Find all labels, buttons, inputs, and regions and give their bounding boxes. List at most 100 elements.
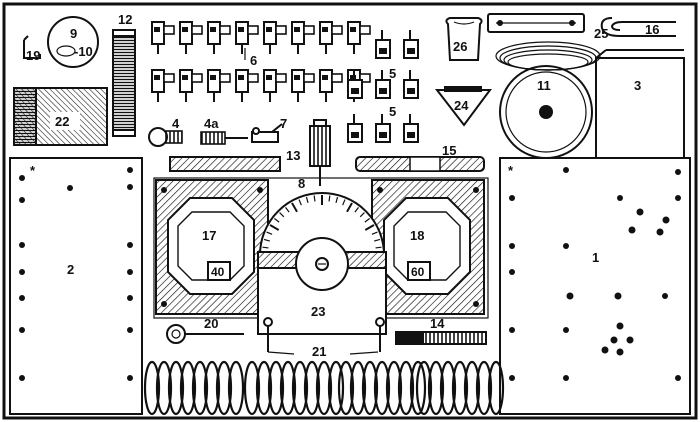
dial-tick	[374, 238, 381, 242]
star-right: *	[508, 163, 514, 178]
label-22: 22	[55, 114, 69, 129]
terminal-clip	[291, 21, 315, 54]
terminal-clip	[151, 21, 175, 54]
coil-value-right: 60	[411, 265, 425, 279]
terminal-clip	[347, 21, 371, 54]
part-15-slider-bar	[355, 156, 485, 172]
label-10: -10	[74, 44, 93, 59]
part-2-left-board	[9, 157, 143, 415]
label-3: 3	[634, 78, 641, 93]
label-19: 19	[26, 48, 40, 63]
part-24-holder	[434, 86, 492, 127]
part-6-terminal-clips	[151, 21, 371, 102]
terminal-post	[403, 70, 419, 99]
dial-tick	[262, 246, 269, 249]
terminal-post	[403, 30, 419, 59]
dial-tick	[269, 224, 280, 231]
label-12: 12	[118, 12, 132, 27]
terminal-post	[375, 114, 391, 143]
label-21: 21	[312, 344, 326, 359]
terminal-post	[347, 114, 363, 143]
terminal-post	[347, 70, 363, 99]
terminal-clip	[263, 69, 287, 102]
label-14: 14	[430, 316, 445, 331]
dial-tick	[274, 217, 280, 223]
part-8-trimmer	[309, 119, 331, 186]
dial-tick	[328, 195, 331, 202]
label-5-lower: 5	[389, 104, 396, 119]
dial-tick	[354, 207, 360, 213]
dial-tick	[375, 246, 382, 249]
terminal-clip	[235, 21, 259, 54]
terminal-clip	[319, 69, 343, 102]
part-5-terminal-posts	[347, 30, 419, 143]
dial-tick	[335, 196, 339, 203]
spring-coil	[337, 360, 427, 416]
terminal-clip	[319, 21, 343, 54]
spring-coil	[243, 360, 345, 416]
terminal-post	[403, 114, 419, 143]
terminal-clip	[179, 69, 203, 102]
dial-tick	[305, 196, 309, 203]
label-15: 15	[442, 143, 456, 158]
label-18: 18	[410, 228, 424, 243]
dial-tick	[298, 199, 302, 206]
part-4-lamp	[148, 127, 183, 147]
terminal-clip	[235, 69, 259, 102]
spring-coil	[415, 360, 505, 416]
terminal-post	[375, 70, 391, 99]
label-6: 6	[250, 53, 257, 68]
part-13-ferrite-rod	[169, 156, 281, 172]
terminal-post	[375, 30, 391, 59]
dial-tick	[266, 231, 273, 235]
label-20: 20	[204, 316, 218, 331]
part-9-10-dial	[47, 16, 99, 68]
terminal-clip	[263, 21, 287, 54]
star-left: *	[30, 163, 36, 178]
label-7: 7	[280, 116, 287, 131]
part-16-spring-clip	[600, 17, 676, 37]
terminal-clip	[151, 69, 175, 102]
dial-tick	[359, 212, 365, 218]
part-7-switch	[251, 123, 283, 143]
spring-coil	[143, 360, 245, 416]
part-21-springs	[143, 360, 505, 416]
terminal-clip	[207, 69, 231, 102]
part-19-bracket	[23, 35, 41, 59]
label-26: 26	[453, 39, 467, 54]
terminal-clip	[179, 21, 203, 54]
label-2: 2	[67, 262, 74, 277]
dial-tick	[364, 224, 375, 231]
label-13: 13	[286, 148, 300, 163]
part-4a-socket	[200, 131, 248, 145]
dial-tick	[263, 238, 270, 242]
part-22-hatched-plate	[13, 87, 108, 146]
dial-tick	[313, 195, 316, 202]
part-1-right-board	[499, 157, 691, 415]
coil-value-left: 40	[211, 265, 225, 279]
part-23-tuning-capacitor	[257, 192, 387, 335]
part-26-cap	[445, 17, 483, 61]
part-17-coil	[155, 179, 269, 315]
label-11: 11	[537, 78, 551, 93]
label-4: 4	[172, 116, 180, 131]
label-17: 17	[202, 228, 216, 243]
dial-tick	[291, 202, 298, 213]
label-16: 16	[645, 22, 659, 37]
terminal-clip	[291, 69, 315, 102]
dial-tick	[284, 207, 290, 213]
label-1: 1	[592, 250, 599, 265]
label-9: 9	[70, 26, 77, 41]
part-25-strip	[487, 13, 585, 33]
dial-tick	[342, 199, 346, 206]
label-8: 8	[298, 176, 305, 191]
dial-tick	[371, 231, 378, 235]
dial-tick	[364, 217, 370, 223]
label-5-upper: 5	[389, 66, 396, 81]
part-20-wire-loop	[166, 324, 244, 344]
dial-tick	[279, 212, 285, 218]
terminal-clip	[207, 21, 231, 54]
part-18-coil	[371, 179, 485, 315]
label-25: 25	[594, 26, 608, 41]
part-12-wirewound-resistor	[112, 29, 136, 137]
